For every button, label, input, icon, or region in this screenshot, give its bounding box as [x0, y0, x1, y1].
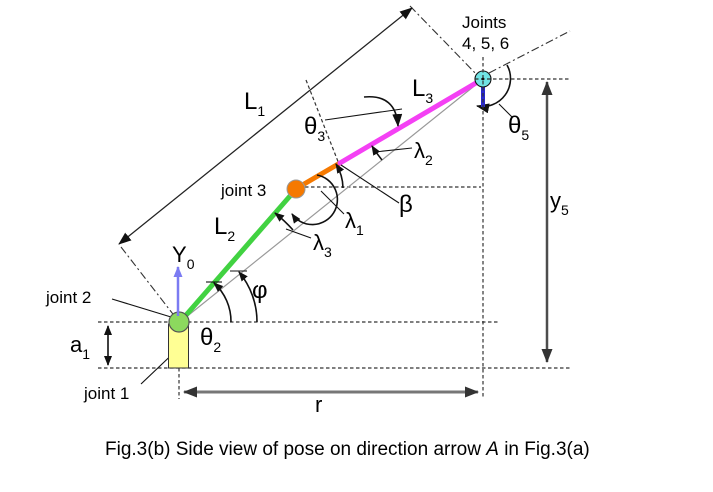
theta3-label: θ3 — [304, 113, 325, 144]
link3-extension-dashdot — [488, 30, 571, 74]
lambda1-arc — [291, 174, 339, 226]
l3-label: L3 — [412, 75, 433, 106]
beta-label: β — [399, 191, 413, 218]
l1-label: L1 — [244, 88, 265, 119]
l1-dimension-line — [118, 7, 413, 245]
joints456-label-line1: Joints — [462, 13, 506, 32]
joint2-wrist-reference-line — [179, 78, 484, 323]
l2-label: L2 — [214, 213, 235, 244]
lambda2-arc — [371, 145, 383, 161]
beta-arc — [335, 163, 345, 189]
joints456-label-line2: 4, 5, 6 — [462, 34, 509, 53]
lambda3-arc — [274, 212, 294, 231]
lambda3-pointer-line — [285, 228, 312, 239]
phi-label: φ — [252, 277, 268, 304]
joint2-pointer-line — [111, 298, 172, 318]
theta5-label: θ5 — [508, 112, 529, 143]
y0-axis-label: Y0 — [172, 242, 195, 272]
r-label: r — [315, 392, 322, 417]
theta2-label: θ2 — [200, 324, 221, 355]
caption: Fig.3(b) Side view of pose on direction … — [105, 439, 590, 460]
beta-pointer-line — [340, 164, 400, 204]
joint2-label: joint 2 — [45, 288, 91, 307]
lambda2-pointer-line — [374, 147, 413, 153]
lambda1-pointer-line — [320, 190, 345, 215]
extension-line-wrist — [409, 5, 480, 78]
theta2-arc — [213, 282, 232, 323]
theta3-arc — [363, 95, 403, 127]
wrist-center-dot — [481, 77, 485, 81]
lambda2-label: λ2 — [414, 138, 433, 168]
a1-label: a1 — [70, 332, 90, 362]
y5-label: y5 — [550, 188, 569, 218]
phi-arc — [238, 271, 258, 323]
joint3-label: joint 3 — [220, 181, 266, 200]
lambda3-label: λ3 — [313, 230, 332, 260]
link-l3 — [337, 77, 484, 166]
link-l2 — [177, 185, 300, 325]
theta3-pointer-line — [324, 108, 403, 121]
joint1-label: joint 1 — [83, 384, 129, 403]
lambda1-label: λ1 — [345, 208, 364, 238]
joint3-circle — [286, 179, 306, 199]
theta5-pointer-line — [498, 103, 513, 118]
extension-line-joint2 — [120, 246, 177, 319]
